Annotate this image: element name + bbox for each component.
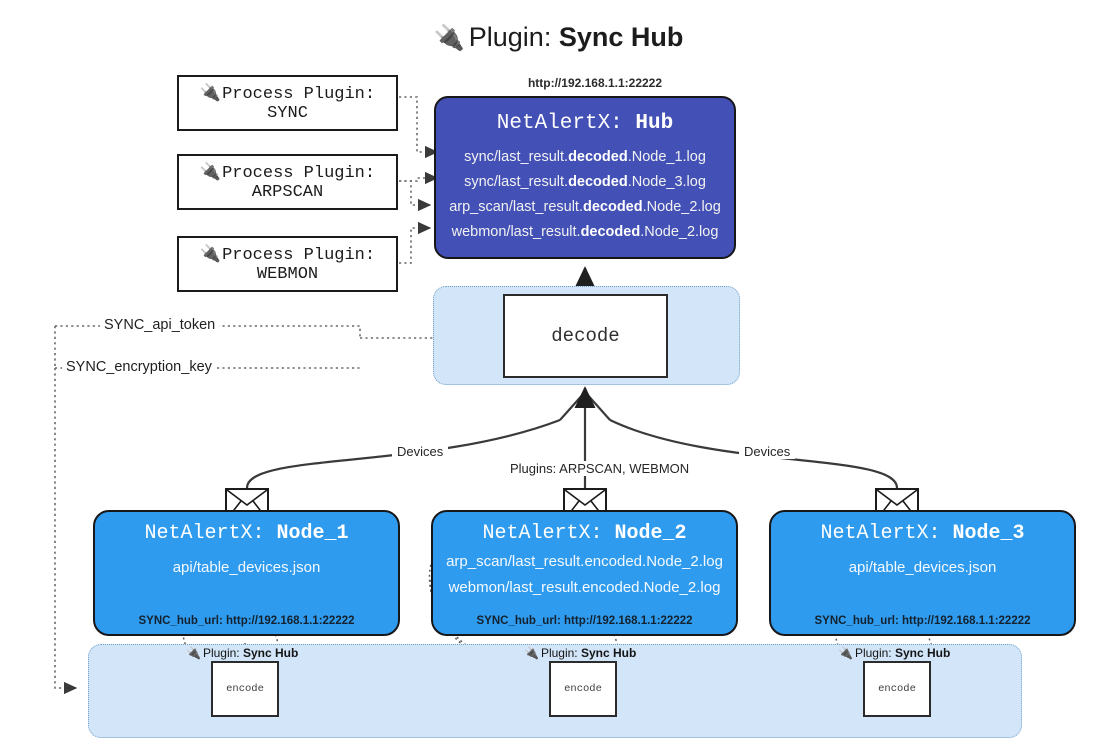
- edge-label-devices-left: Devices: [392, 444, 449, 459]
- node-1-line: api/table_devices.json: [172, 559, 321, 576]
- process-plugin-webmon-line2: WEBMON: [256, 265, 319, 284]
- node-3-lines: api/table_devices.json: [771, 555, 1074, 581]
- node-2[interactable]: NetAlertX: Node_2 arp_scan/last_result.e…: [431, 510, 738, 636]
- plug-icon: 🔌: [838, 646, 853, 660]
- edge-label-devices-right: Devices: [739, 444, 796, 459]
- hub-log-item: sync/last_result.decoded.Node_3.log: [464, 174, 706, 190]
- sync-api-token-label: SYNC_api_token: [100, 317, 220, 333]
- process-plugin-webmon-line1: 🔌Process Plugin:: [199, 244, 376, 265]
- node-1-hub-url: SYNC_hub_url: http://192.168.1.1:22222: [138, 615, 355, 627]
- node-2-title: NetAlertX: Node_2: [482, 522, 687, 545]
- encode-1-box[interactable]: encode: [211, 661, 279, 717]
- plug-icon: 🔌: [199, 244, 222, 264]
- process-plugin-sync[interactable]: 🔌Process Plugin: SYNC: [177, 75, 398, 131]
- hub-node[interactable]: NetAlertX: Hub sync/last_result.decoded.…: [434, 96, 736, 259]
- hub-log-list: sync/last_result.decoded.Node_1.log sync…: [436, 145, 734, 245]
- hub-url-label: http://192.168.1.1:22222: [527, 76, 663, 90]
- node-3-title: NetAlertX: Node_3: [820, 522, 1025, 545]
- process-plugin-arpscan[interactable]: 🔌Process Plugin: ARPSCAN: [177, 154, 398, 210]
- page-title-prefix: Plugin:: [468, 22, 552, 52]
- page-title: 🔌Plugin: Sync Hub: [0, 16, 1117, 59]
- encode-1-caption: 🔌Plugin: Sync Hub: [186, 646, 299, 660]
- hub-title: NetAlertX: Hub: [436, 112, 734, 135]
- plug-icon: 🔌: [524, 646, 539, 660]
- node-1[interactable]: NetAlertX: Node_1 api/table_devices.json…: [93, 510, 400, 636]
- process-plugin-webmon[interactable]: 🔌Process Plugin: WEBMON: [177, 236, 398, 292]
- process-plugin-arpscan-line2: ARPSCAN: [251, 183, 324, 202]
- process-plugin-sync-line2: SYNC: [267, 104, 308, 123]
- hub-log-item: webmon/last_result.decoded.Node_2.log: [451, 224, 719, 240]
- hub-title-name: Hub: [635, 112, 674, 135]
- encode-2-caption: 🔌Plugin: Sync Hub: [524, 646, 637, 660]
- node-2-lines: arp_scan/last_result.encoded.Node_2.log …: [433, 549, 736, 601]
- process-plugin-arpscan-line1: 🔌Process Plugin:: [199, 162, 376, 183]
- process-plugin-sync-line1: 🔌Process Plugin:: [199, 83, 376, 104]
- hub-title-prefix: NetAlertX:: [496, 112, 623, 135]
- plug-icon: 🔌: [199, 83, 222, 103]
- node-2-hub-url: SYNC_hub_url: http://192.168.1.1:22222: [476, 615, 693, 627]
- decode-box[interactable]: decode: [503, 294, 668, 378]
- node-1-lines: api/table_devices.json: [95, 555, 398, 581]
- node-3-hub-url: SYNC_hub_url: http://192.168.1.1:22222: [814, 615, 1031, 627]
- plug-icon: 🔌: [199, 162, 222, 182]
- hub-log-item: arp_scan/last_result.decoded.Node_2.log: [449, 199, 721, 215]
- encode-3-box[interactable]: encode: [863, 661, 931, 717]
- node-2-line: arp_scan/last_result.encoded.Node_2.log: [446, 553, 723, 570]
- encode-3-caption: 🔌Plugin: Sync Hub: [838, 646, 951, 660]
- node-1-title: NetAlertX: Node_1: [144, 522, 349, 545]
- plug-icon: 🔌: [433, 24, 465, 52]
- node-3[interactable]: NetAlertX: Node_3 api/table_devices.json…: [769, 510, 1076, 636]
- page-title-name: Sync Hub: [558, 22, 684, 52]
- hub-log-item: sync/last_result.decoded.Node_1.log: [464, 149, 706, 165]
- plug-icon: 🔌: [186, 646, 201, 660]
- sync-encryption-key-label: SYNC_encryption_key: [62, 359, 216, 375]
- node-2-line: webmon/last_result.encoded.Node_2.log: [448, 579, 721, 596]
- node-3-line: api/table_devices.json: [848, 559, 997, 576]
- edge-label-plugins-center: Plugins: ARPSCAN, WEBMON: [505, 461, 695, 476]
- encode-2-box[interactable]: encode: [549, 661, 617, 717]
